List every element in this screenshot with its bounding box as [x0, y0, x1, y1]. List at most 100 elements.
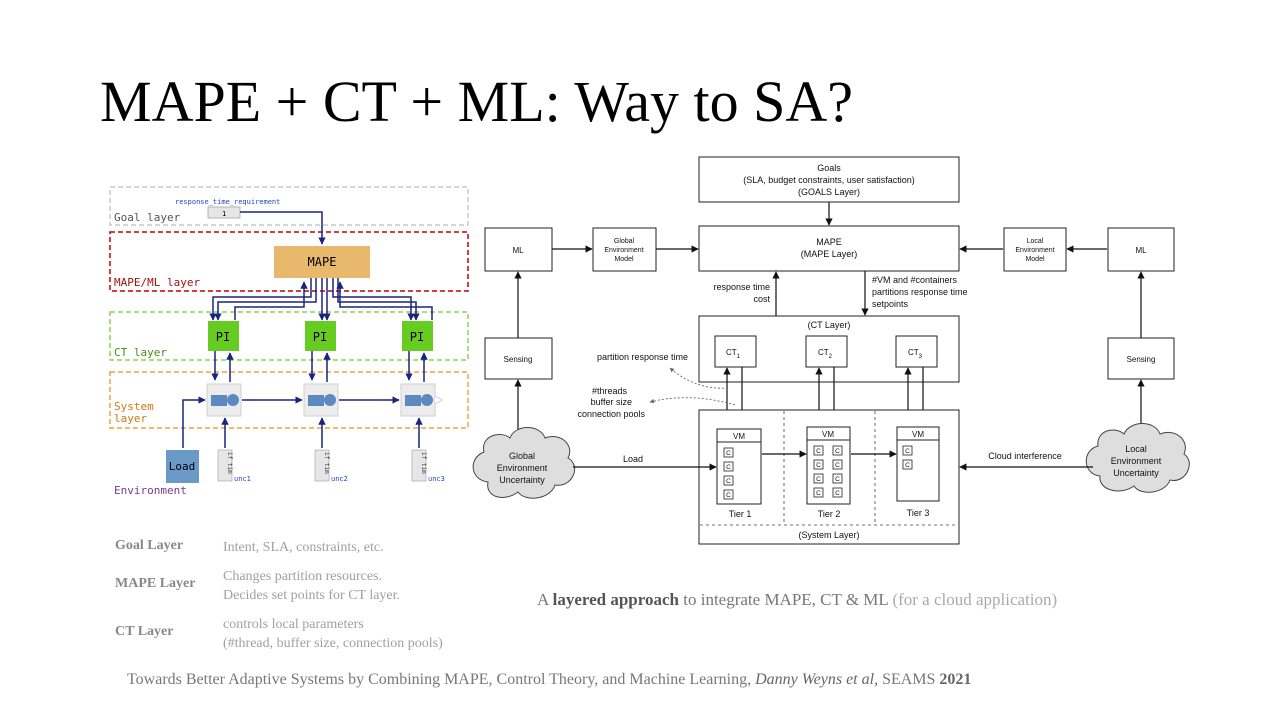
ml-label-right: ML	[1135, 246, 1147, 255]
ml-label-left: ML	[512, 246, 524, 255]
svg-text:Local: Local	[1125, 444, 1147, 454]
goal-layer-frame	[109, 186, 469, 226]
system-layer-label-2: layer	[114, 412, 147, 425]
cost-label: cost	[753, 294, 770, 304]
pi-box-1	[208, 321, 239, 351]
slide-title: MAPE + CT + ML: Way to SA?	[100, 69, 854, 134]
vm-tier-2: VM C C C C C C C C	[806, 426, 851, 505]
system-component-1	[206, 383, 242, 417]
caption: A layered approach to integrate MAPE, CT…	[537, 590, 1058, 609]
response-time-label: response time	[713, 282, 770, 292]
system-layer-title: (System Layer)	[798, 530, 859, 540]
svg-text:C: C	[726, 450, 731, 457]
vm-tier-1: VM C C C C	[716, 428, 762, 505]
unc-label-2: unc2	[331, 475, 348, 483]
goal-layer-label: Goal layer	[114, 211, 181, 224]
unc-device-2: if tim	[314, 449, 330, 482]
ct3-box	[895, 335, 938, 368]
system-layer-label: System	[114, 400, 154, 413]
svg-text:C: C	[726, 478, 731, 485]
cloud-interference-label: Cloud interference	[988, 451, 1062, 461]
local-model-line-2: Environment	[1015, 247, 1054, 254]
local-model-line-3: Model	[1025, 256, 1045, 263]
local-model-box	[1003, 227, 1067, 272]
global-model-line-3: Model	[614, 256, 634, 263]
svg-text:if tim: if tim	[420, 452, 427, 474]
mape-ml-layer-frame	[109, 231, 469, 292]
svg-text:VM: VM	[822, 430, 834, 439]
global-uncertainty-cloud: Global Environment Uncertainty	[472, 427, 576, 499]
svg-text:Environment: Environment	[497, 463, 548, 473]
global-model-line-2: Environment	[604, 247, 643, 254]
tier-1-label: Tier 1	[729, 509, 752, 519]
svg-text:C: C	[905, 462, 910, 469]
vm-containers-label: #VM and #containers	[872, 275, 958, 285]
unc-label-3: unc3	[428, 475, 445, 483]
requirement-label: response_time_requirement	[175, 198, 280, 206]
svg-text:Global: Global	[509, 451, 535, 461]
caption-bold: layered approach	[552, 590, 679, 609]
layer-desc: Changes partition resources.	[223, 569, 383, 584]
sensing-label-right: Sensing	[1127, 355, 1156, 364]
mape-layer-label: (MAPE Layer)	[801, 249, 858, 259]
reference: Towards Better Adaptive Systems by Combi…	[127, 671, 972, 688]
layer-key: CT Layer	[115, 624, 174, 639]
layer-desc: Decides set points for CT layer.	[223, 588, 401, 603]
svg-text:C: C	[816, 476, 821, 483]
right-diagram: Goals (SLA, budget constraints, user sat…	[472, 156, 1190, 545]
unc-device-3: if tim	[411, 449, 427, 482]
sensing-box-right	[1107, 337, 1175, 380]
sensing-label-left: Sensing	[504, 355, 533, 364]
svg-text:Environment: Environment	[1111, 456, 1162, 466]
local-model-line-1: Local	[1027, 238, 1044, 245]
threads-label: #threads	[592, 386, 628, 396]
load-label: Load	[623, 454, 643, 464]
system-layer-frame	[109, 371, 469, 429]
connection-pools-label: connection pools	[577, 409, 645, 419]
svg-text:if tim: if tim	[323, 452, 330, 474]
mape-title: MAPE	[816, 237, 842, 247]
svg-text:VM: VM	[912, 430, 924, 439]
global-model-line-1: Global	[614, 238, 635, 245]
ct-layer-label: CT layer	[114, 346, 167, 359]
svg-text:C: C	[835, 490, 840, 497]
reference-year: 2021	[939, 671, 972, 688]
svg-text:C: C	[726, 464, 731, 471]
mape-box	[274, 246, 370, 278]
svg-text:Uncertainty: Uncertainty	[499, 475, 545, 485]
layer-desc: controls local parameters	[223, 617, 364, 632]
ct3-label: CT3	[908, 348, 923, 360]
sensing-box-left	[484, 337, 553, 380]
goals-desc: (SLA, budget constraints, user satisfact…	[743, 175, 915, 185]
global-model-box	[592, 227, 657, 272]
buffer-size-label: buffer size	[591, 397, 632, 407]
svg-text:C: C	[816, 462, 821, 469]
pi-label-2: PI	[313, 330, 327, 344]
requirement-value: 1	[222, 210, 226, 218]
ml-box-right	[1107, 227, 1175, 272]
mape-box-label: MAPE	[308, 255, 337, 269]
setpoints-label: setpoints	[872, 299, 909, 309]
environment-label: Environment	[114, 484, 187, 497]
svg-text:VM: VM	[733, 432, 745, 441]
unc-device-1: if tim	[217, 449, 233, 482]
unc-label-1: unc1	[234, 475, 251, 483]
svg-text:C: C	[835, 448, 840, 455]
ct2-label: CT2	[818, 348, 833, 360]
tier-3-label: Tier 3	[907, 508, 930, 518]
svg-text:C: C	[835, 476, 840, 483]
left-diagram: response_time_requirement 1 Goal layer M…	[109, 186, 469, 497]
ct2-box	[805, 335, 848, 368]
svg-text:C: C	[835, 462, 840, 469]
system-component-3	[400, 383, 444, 417]
ct-layer-title: (CT Layer)	[808, 320, 851, 330]
svg-text:C: C	[726, 492, 731, 499]
svg-text:C: C	[816, 490, 821, 497]
local-uncertainty-cloud: Local Environment Uncertainty	[1085, 423, 1190, 493]
svg-text:C: C	[816, 448, 821, 455]
ct1-label: CT1	[726, 348, 741, 360]
layer-key: MAPE Layer	[115, 576, 196, 591]
ct1-box	[714, 335, 757, 368]
partition-response-time-label: partition response time	[597, 352, 688, 362]
svg-text:C: C	[905, 448, 910, 455]
